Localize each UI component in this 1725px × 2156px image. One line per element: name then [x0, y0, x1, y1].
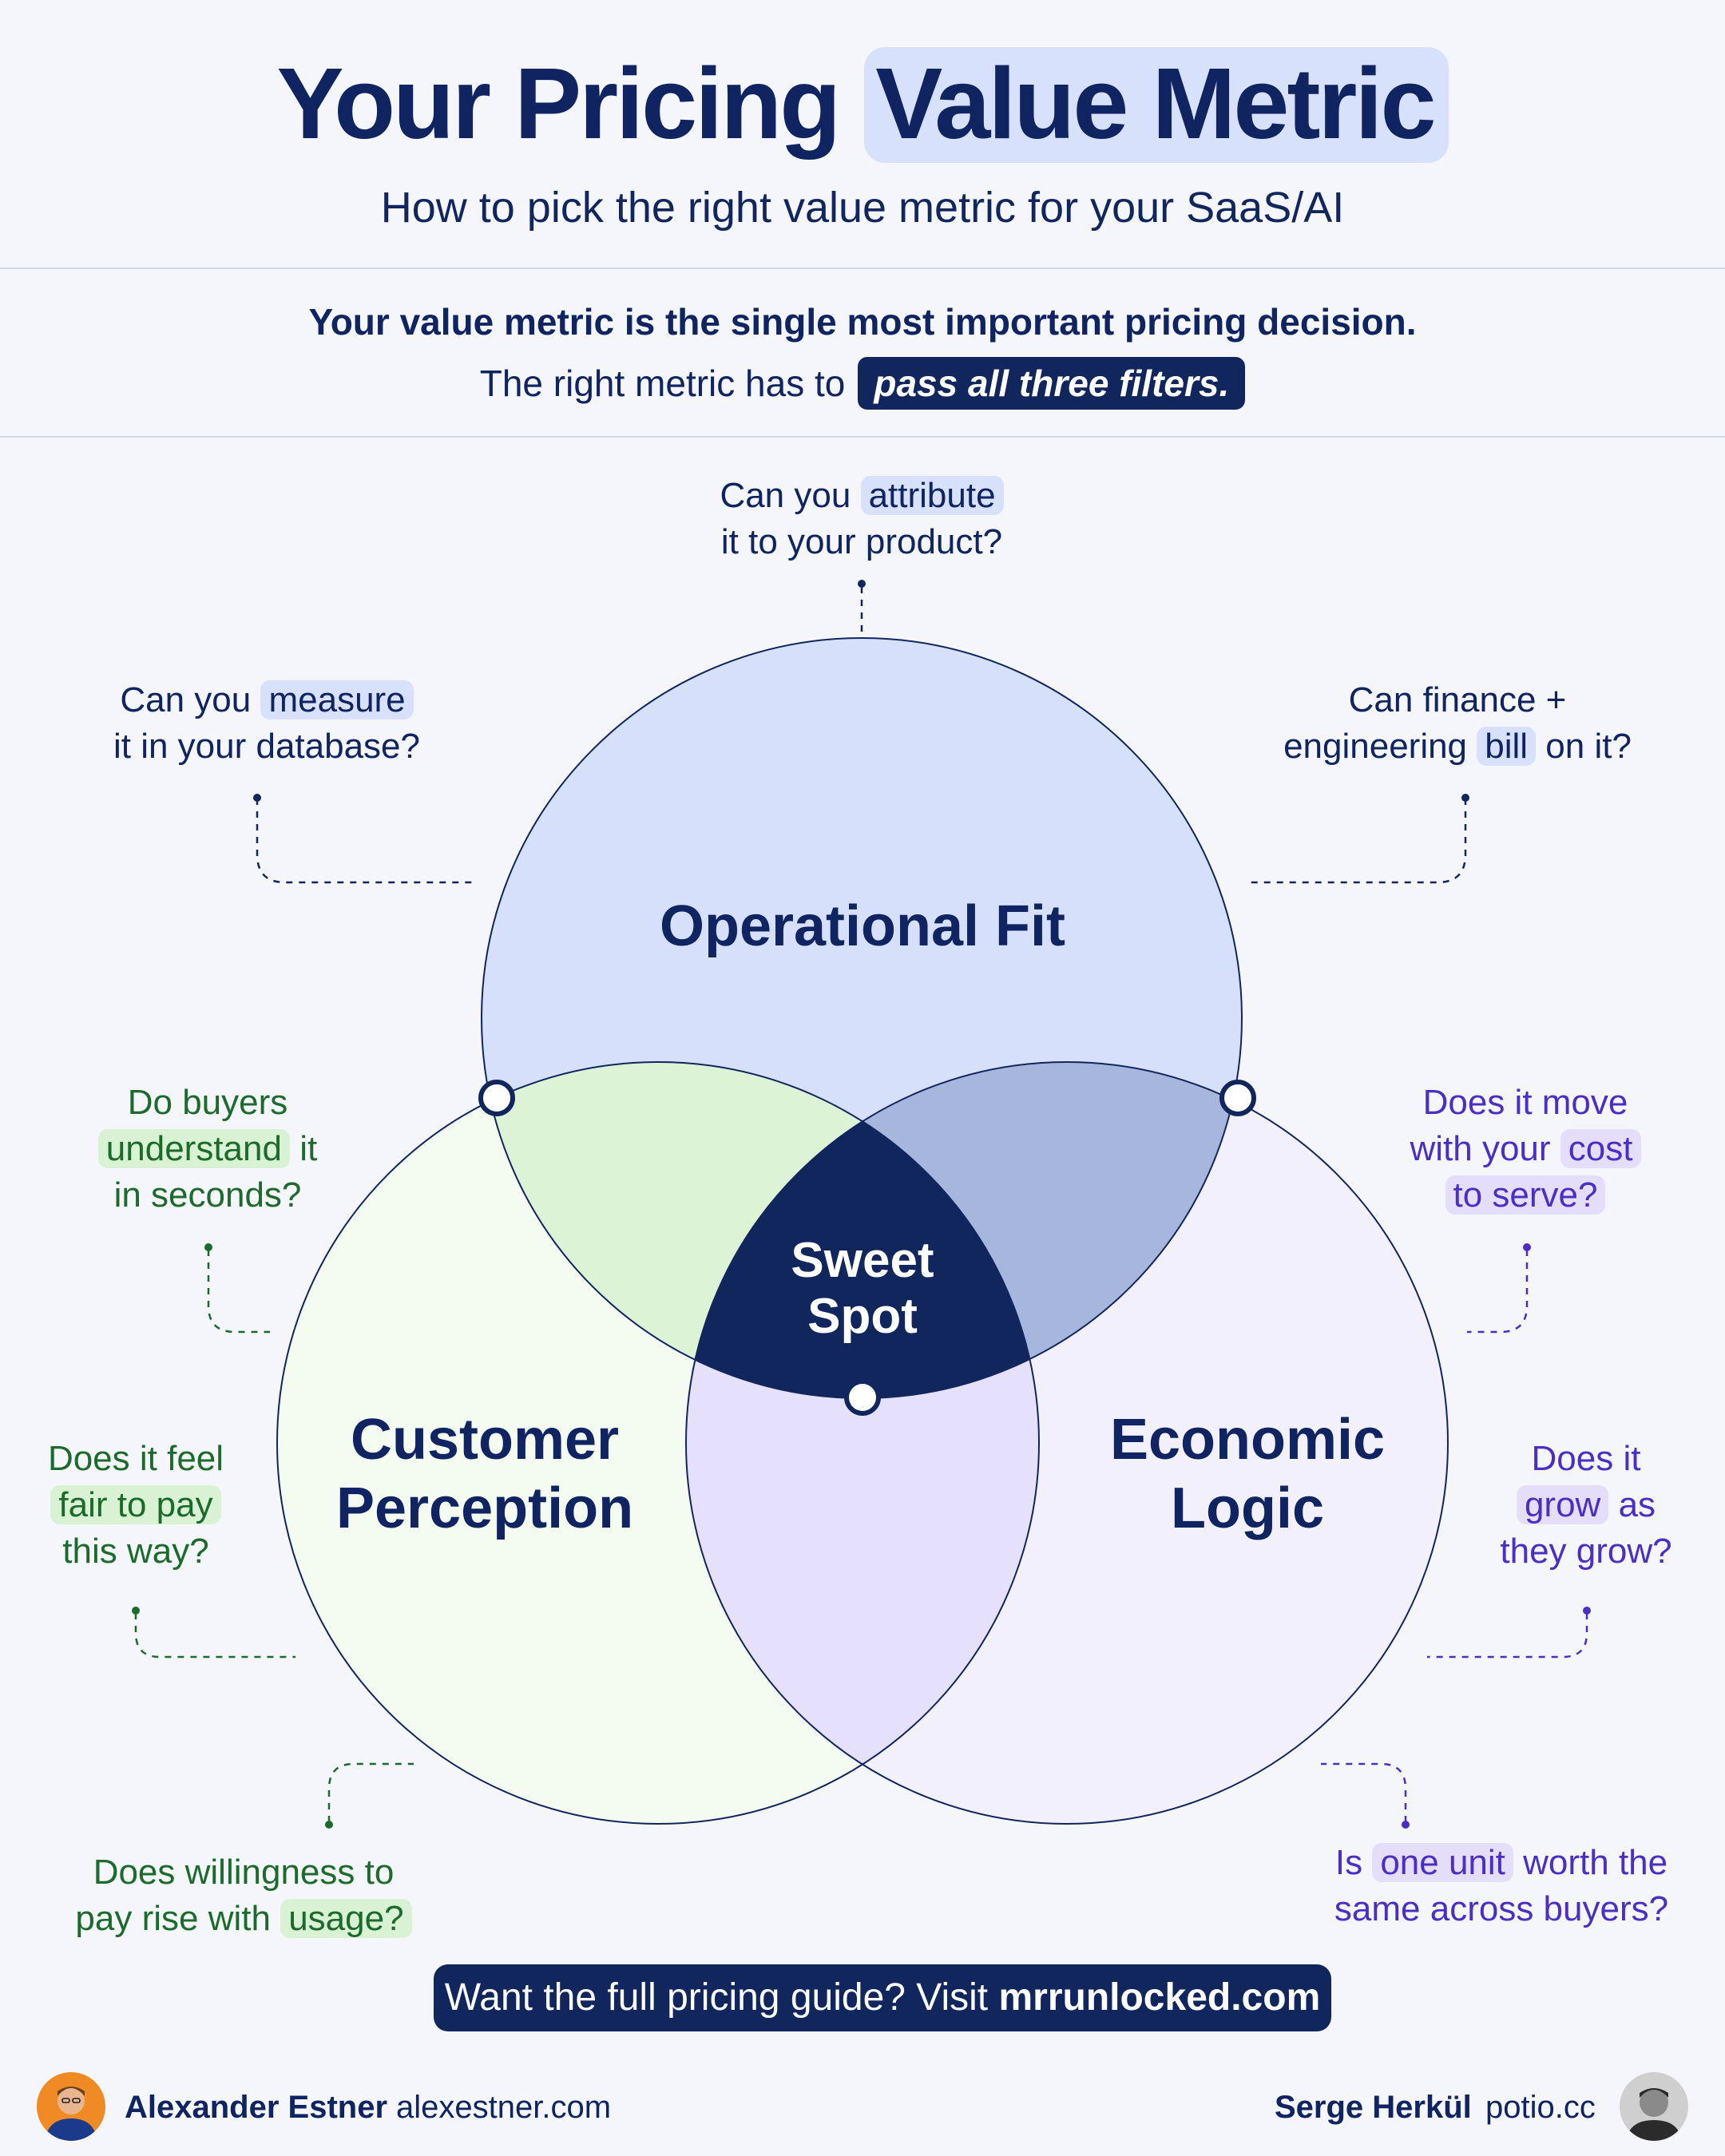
q-usage-highlight: usage? — [280, 1899, 412, 1938]
q-attribute-line-2: it to your product? — [720, 522, 1003, 561]
q-fair-highlight: fair to pay — [50, 1485, 221, 1524]
divider-top — [0, 268, 1725, 269]
dot-understand — [204, 1243, 212, 1251]
connector-fair — [134, 1613, 295, 1659]
intro-line-2: The right metric has to pass all three fi… — [0, 355, 1725, 411]
q-unit-pre: Is — [1334, 1843, 1363, 1882]
connector-usage — [327, 1762, 414, 1822]
page-subtitle: How to pick the right value metric for y… — [380, 184, 1345, 232]
q-bill-post: on it? — [1545, 727, 1632, 766]
label-economic-logic: Economic Logic — [1048, 1405, 1447, 1543]
question-usage: Does willingness to pay rise with usage? — [32, 1849, 455, 1942]
marker-right — [1219, 1080, 1256, 1116]
sweet-spot-region — [686, 1062, 1039, 1398]
connector-understand — [207, 1250, 270, 1334]
dot-unit — [1402, 1821, 1410, 1829]
q-attribute-highlight: attribute — [860, 476, 1004, 515]
q-cost-highlight: cost — [1560, 1129, 1641, 1168]
question-cost: Does it move with your cost to serve? — [1366, 1080, 1685, 1219]
q-bill-line-1: Can finance + — [1348, 680, 1567, 719]
marker-center — [844, 1379, 881, 1416]
label-economic-line-2: Logic — [1171, 1476, 1324, 1540]
label-customer-perception: Customer Perception — [285, 1405, 684, 1543]
q-unit-line-2: same across buyers? — [1334, 1889, 1669, 1928]
outline-customer — [276, 1061, 1040, 1825]
outline-economic — [685, 1061, 1449, 1825]
question-attribute: Can you attribute it to your product? — [622, 473, 1101, 565]
connector-unit — [1321, 1762, 1407, 1822]
connector-measure — [256, 799, 475, 884]
question-unit: Is one unit worth the same across buyers… — [1278, 1840, 1725, 1932]
footer-left-site[interactable]: alexestner.com — [396, 2090, 612, 2125]
label-economic-line-1: Economic — [1109, 1408, 1386, 1472]
sweet-spot-line-2: Spot — [807, 1289, 918, 1344]
intro-line-1: Your value metric is the single most imp… — [308, 301, 1417, 343]
q-fair-line-3: this way? — [62, 1532, 209, 1571]
q-understand-line-3: in seconds? — [113, 1175, 302, 1215]
cta-banner[interactable]: Want the full pricing guide? Visit mrrun… — [434, 1964, 1331, 2031]
q-usage-pre: pay rise with — [75, 1899, 271, 1938]
connector-grow — [1427, 1613, 1588, 1659]
footer-right-name: Serge Herkül — [1275, 2090, 1472, 2125]
question-bill: Can finance + engineering bill on it? — [1238, 677, 1677, 770]
label-customer-line-2: Perception — [335, 1476, 634, 1540]
dot-fair — [132, 1607, 140, 1615]
title-highlight: Value Metric — [864, 47, 1449, 163]
q-understand-highlight: understand — [97, 1129, 290, 1168]
connector-cost — [1467, 1250, 1529, 1334]
q-cost-line-1: Does it move — [1422, 1083, 1628, 1122]
title-part-1: Your Pricing — [276, 47, 841, 160]
avatar-serge — [1620, 2072, 1688, 2141]
q-unit-post: worth the — [1523, 1843, 1668, 1882]
q-understand-line-1: Do buyers — [127, 1083, 288, 1122]
q-attribute-pre: Can you — [720, 476, 851, 515]
dot-bill — [1461, 794, 1469, 802]
cta-text: Want the full pricing guide? Visit — [444, 1976, 989, 2019]
dot-attribute — [858, 580, 866, 588]
q-cost-highlight-2: to serve? — [1445, 1175, 1606, 1215]
q-bill-pre: engineering — [1283, 727, 1468, 766]
intro-line-2-text: The right metric has to — [479, 363, 846, 404]
label-sweet-spot: Sweet Spot — [743, 1233, 982, 1345]
question-fair: Does it feel fair to pay this way? — [16, 1436, 256, 1575]
q-cost-pre: with your — [1410, 1129, 1551, 1168]
marker-left — [478, 1080, 515, 1116]
question-measure: Can you measure it in your database? — [67, 677, 466, 770]
q-grow-line-3: they grow? — [1500, 1532, 1672, 1571]
label-operational-fit: Operational Fit — [659, 894, 1066, 958]
q-measure-highlight: measure — [260, 680, 414, 719]
label-customer-line-1: Customer — [350, 1408, 620, 1472]
connector-bill — [1247, 799, 1467, 884]
page-title: Your Pricing Value Metric — [0, 44, 1725, 164]
sweet-spot-line-1: Sweet — [791, 1233, 934, 1288]
q-fair-line-1: Does it feel — [47, 1439, 224, 1478]
q-grow-highlight: grow — [1516, 1485, 1609, 1524]
q-understand-post: it — [299, 1129, 318, 1168]
avatar-alexander — [37, 2072, 105, 2141]
dot-usage — [325, 1821, 333, 1829]
divider-bottom — [0, 436, 1725, 438]
question-understand: Do buyers understand it in seconds? — [48, 1080, 367, 1219]
q-grow-line-1: Does it — [1531, 1439, 1641, 1478]
cta-link[interactable]: mrrunlocked.com — [998, 1976, 1321, 2019]
footer-right-site[interactable]: potio.cc — [1485, 2090, 1596, 2125]
dot-measure — [253, 794, 261, 802]
dot-cost — [1523, 1243, 1531, 1251]
q-unit-highlight: one unit — [1372, 1843, 1513, 1882]
q-measure-pre: Can you — [120, 680, 252, 719]
q-bill-highlight: bill — [1477, 727, 1537, 766]
question-grow: Does it grow as they grow? — [1466, 1436, 1706, 1575]
q-usage-line-1: Does willingness to — [93, 1853, 395, 1892]
dot-grow — [1583, 1607, 1591, 1615]
intro-highlight-pill: pass all three filters. — [858, 357, 1246, 410]
footer-left-name: Alexander Estner — [125, 2090, 388, 2125]
q-measure-line-2: it in your database? — [113, 727, 421, 766]
q-grow-post: as — [1618, 1485, 1656, 1524]
